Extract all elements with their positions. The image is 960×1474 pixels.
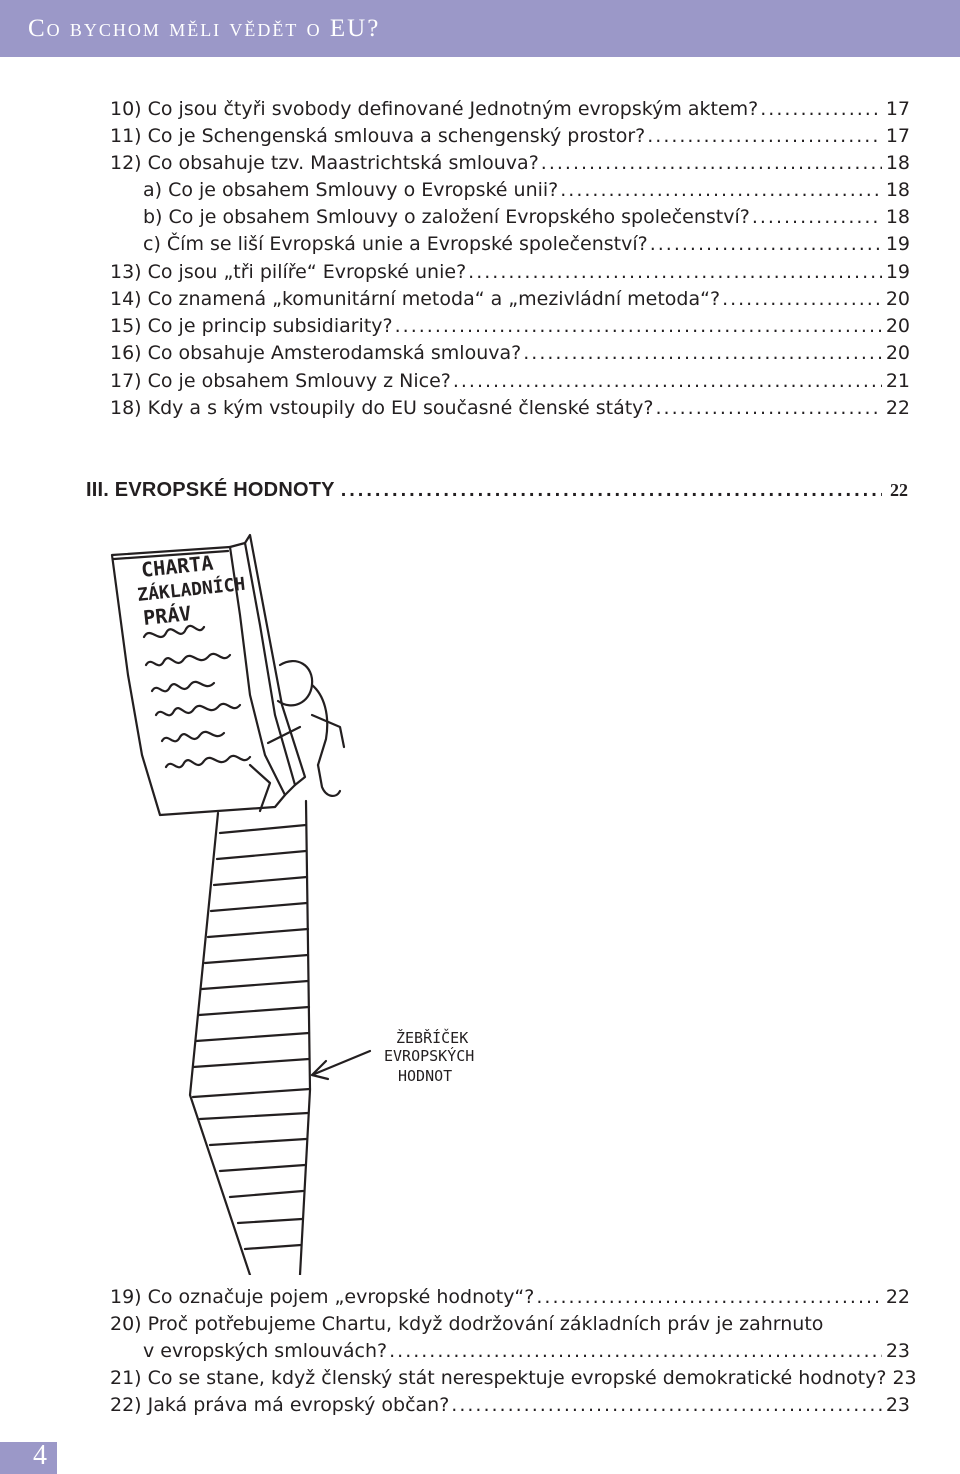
section-heading-european-values[interactable]: III. EVROPSKÉ HODNOTY22 — [86, 479, 908, 502]
toc-entry-14[interactable]: 14) Co znamená „komunitární metoda“ a „m… — [110, 286, 910, 313]
toc-entry-21[interactable]: 21) Co se stane, když členský stát neres… — [110, 1367, 917, 1389]
toc-entry-13[interactable]: 13) Co jsou „tři pilíře“ Evropské unie?1… — [110, 259, 910, 286]
toc-entry-12[interactable]: 12) Co obsahuje tzv. Maastrichtská smlou… — [110, 150, 910, 177]
toc-entry-19[interactable]: 19) Co označuje pojem „evropské hodnoty“… — [110, 1284, 910, 1311]
toc-entry-15[interactable]: 15) Co je princip subsidiarity?20 — [110, 313, 910, 340]
header-title: Co bychom měli vědět o EU? — [28, 15, 381, 42]
toc-entry-22[interactable]: 22) Jaká práva má evropský občan?23 — [110, 1392, 910, 1419]
toc-entry-11[interactable]: 11) Co je Schengenská smlouva a schengen… — [110, 123, 910, 150]
toc-entry-20-line1[interactable]: 20) Proč potřebujeme Chartu, když dodržo… — [110, 1313, 824, 1335]
toc-entry-12a[interactable]: a) Co je obsahem Smlouvy o Evropské unii… — [143, 177, 910, 204]
page-number-box — [0, 1442, 57, 1474]
toc-entry-16[interactable]: 16) Co obsahuje Amsterodamská smlouva?20 — [110, 340, 910, 367]
toc-entry-12c[interactable]: c) Čím se liší Evropská unie a Evropské … — [143, 231, 910, 258]
header-bar — [0, 0, 960, 57]
ladder-label-line2: EVROPSKÝCH — [384, 1046, 474, 1065]
toc-entry-12b[interactable]: b) Co je obsahem Smlouvy o založení Evro… — [143, 204, 910, 231]
ladder-label-line3: HODNOT — [398, 1067, 452, 1085]
charter-ladder-illustration: CHARTA ZÁKLADNÍCH PRÁV ŽEBŘÍČEK EVROPSKÝ… — [110, 533, 474, 1275]
toc-entry-18[interactable]: 18) Kdy a s kým vstoupily do EU současné… — [110, 395, 910, 422]
page-number: 4 — [33, 1440, 47, 1471]
charter-title-line3: PRÁV — [142, 601, 192, 630]
ladder-label-line1: ŽEBŘÍČEK — [396, 1028, 468, 1047]
toc-entry-17[interactable]: 17) Co je obsahem Smlouvy z Nice?21 — [110, 368, 910, 395]
toc-entry-20[interactable]: v evropských smlouvách?23 — [143, 1338, 910, 1365]
toc-entry-10[interactable]: 10) Co jsou čtyři svobody definované Jed… — [110, 96, 910, 123]
